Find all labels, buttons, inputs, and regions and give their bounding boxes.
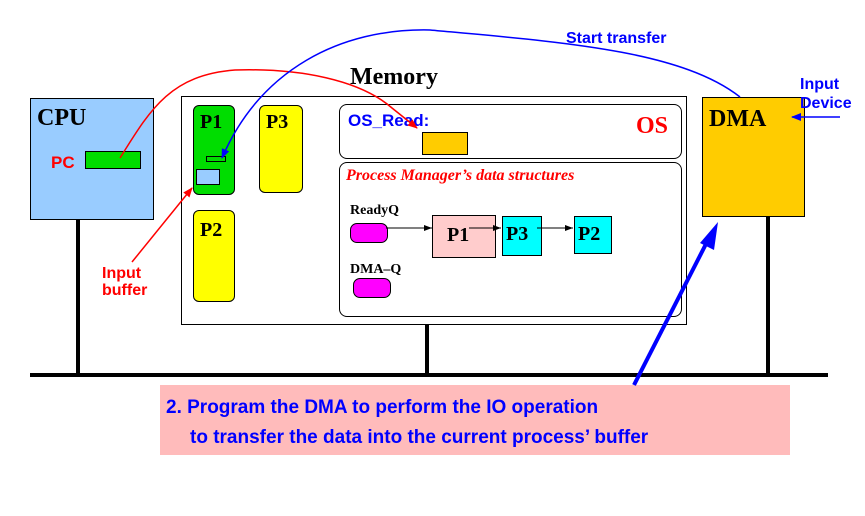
p1-pc-slot <box>206 156 226 162</box>
program-dma-arrowhead <box>700 222 718 250</box>
input-device-label-2: Device <box>800 95 852 112</box>
ready-queue-p2-label: P2 <box>578 223 601 245</box>
input-buffer-arrow <box>131 187 193 263</box>
process-p2-label: P2 <box>200 219 223 241</box>
os-read-buffer <box>422 132 468 155</box>
caption-line-1: 2. Program the DMA to perform the IO ope… <box>166 397 599 418</box>
pc-to-os-read-arrow <box>119 69 418 159</box>
input-buffer-label-1: Input <box>102 265 142 282</box>
memory-label: Memory <box>350 64 438 90</box>
ready-queue-p3: P3 <box>502 216 542 256</box>
cpu-label: CPU <box>37 105 87 131</box>
ready-q-head <box>350 223 388 243</box>
start-transfer-arrow <box>221 29 741 159</box>
p1-input-buffer <box>196 169 220 185</box>
cpu-box: CPU PC <box>30 98 154 220</box>
program-dma-arrow <box>632 239 710 386</box>
process-p1-label: P1 <box>200 111 223 133</box>
pc-label: PC <box>51 153 75 172</box>
memory-box: P1 P3 P2 OS_Read: OS Process Manager’s d… <box>181 96 687 325</box>
start-transfer-label: Start transfer <box>566 30 667 47</box>
program-counter <box>85 151 141 169</box>
dma-box: DMA <box>702 97 805 217</box>
ready-queue-p1-label: P1 <box>447 224 470 246</box>
ready-queue-p2: P2 <box>574 216 612 254</box>
ready-q-label: ReadyQ <box>350 203 399 218</box>
process-p2: P2 <box>193 210 235 302</box>
caption-line-2: to transfer the data into the current pr… <box>190 427 649 448</box>
os-read-region: OS_Read: OS <box>339 104 682 159</box>
dma-q-head <box>353 278 391 298</box>
process-p3: P3 <box>259 105 303 193</box>
caption-box: 2. Program the DMA to perform the IO ope… <box>160 385 790 455</box>
dma-label: DMA <box>709 106 767 132</box>
input-buffer-label-2: buffer <box>102 282 148 299</box>
process-p1: P1 <box>193 105 235 195</box>
process-p3-label: P3 <box>266 111 289 133</box>
input-device-label-1: Input <box>800 76 840 93</box>
process-manager-region: Process Manager’s data structures ReadyQ… <box>339 162 682 317</box>
os-label: OS <box>636 113 669 139</box>
ready-queue-p3-label: P3 <box>506 223 529 245</box>
dma-q-label: DMA–Q <box>350 262 402 277</box>
process-manager-title: Process Manager’s data structures <box>346 167 575 184</box>
ready-queue-p1: P1 <box>432 215 496 258</box>
